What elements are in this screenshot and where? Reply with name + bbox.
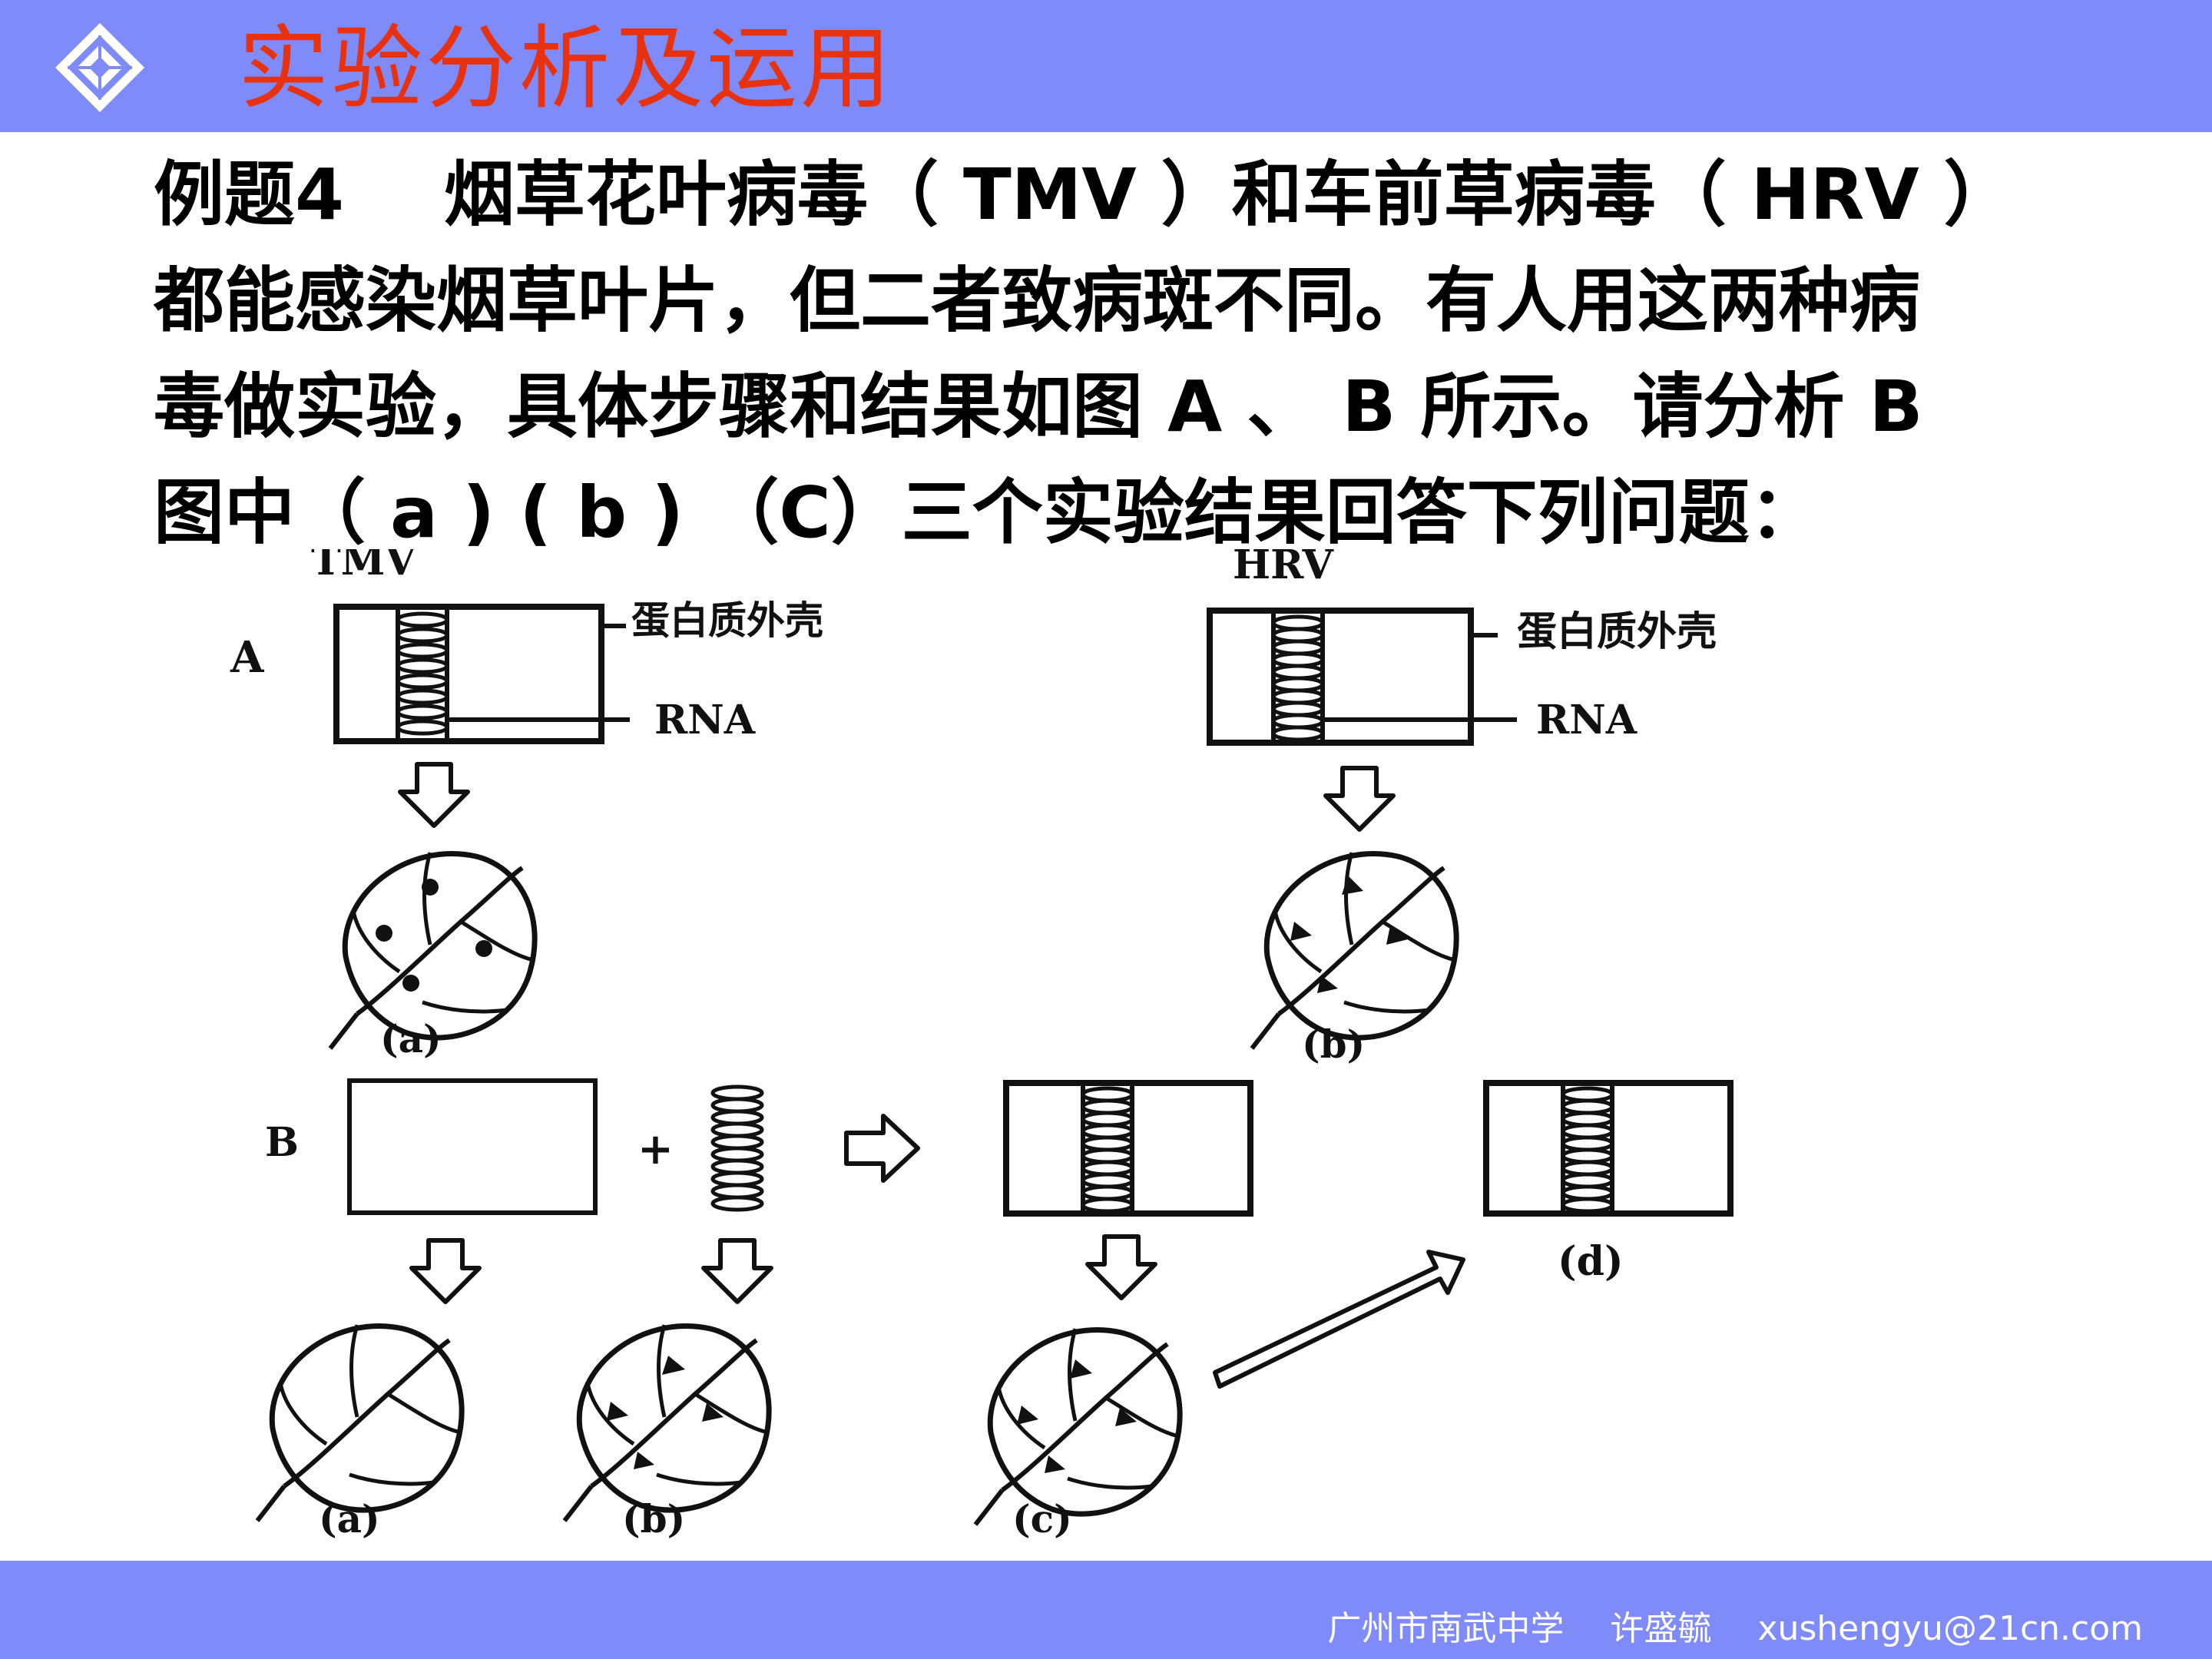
tmv-label: TMV	[311, 549, 417, 584]
arrow-right-icon	[844, 1114, 920, 1183]
arrow-down-icon	[1326, 768, 1393, 830]
footer-bar: 广州市南武中学 许盛毓 xushengyu@21cn.com	[0, 1561, 2212, 1659]
slide-title: 实验分析及运用	[238, 15, 895, 121]
arrow-diagonal-icon	[1213, 1250, 1465, 1389]
hrv-rna-label: RNA	[1536, 697, 1637, 743]
arrow-down-icon	[400, 764, 468, 826]
tmv-protein-label: 蛋白质外壳	[631, 598, 823, 643]
leaf-icon-b-top	[1252, 853, 1456, 1048]
hrv-label: HRV	[1233, 549, 1334, 588]
leaf-icon-a-bottom	[257, 1325, 462, 1521]
arrow-down-icon	[412, 1240, 479, 1302]
question-line-3: 毒做实验，具体步骤和结果如图 A 、 B 所示。请分析 B	[154, 366, 1923, 448]
footer-info: 广州市南武中学 许盛毓 xushengyu@21cn.com	[1327, 1601, 2143, 1650]
reconstituted-rna-coil	[1081, 1083, 1134, 1214]
leaf-icon-b-bottom	[565, 1325, 769, 1521]
footer-email: xushengyu@21cn.com	[1757, 1609, 2143, 1648]
arrow-down-icon	[1088, 1237, 1155, 1298]
hrv-protein-label: 蛋白质外壳	[1517, 608, 1717, 655]
question-line-2: 都能感染烟草叶片，但二者致病斑不同。有人用这两种病	[154, 260, 1921, 342]
experiment-figure: TMV A 蛋白质外壳 RNA (a) HRV	[177, 549, 2043, 1548]
leaf-icon-c-bottom	[975, 1329, 1180, 1525]
label-b-bottom: (b)	[622, 1496, 685, 1541]
question-line-4: 图中（ a ) ( b ) （C）三个实验结果回答下列问题：	[154, 472, 1820, 554]
tmv-rna-label: RNA	[654, 697, 756, 743]
row-b-label: B	[265, 1119, 299, 1166]
header-bar: 实验分析及运用	[0, 0, 2212, 132]
experiment-diagram: TMV A 蛋白质外壳 RNA (a) HRV	[230, 549, 1734, 1541]
label-a-top: (a)	[380, 1016, 442, 1061]
question-label: 例题4	[154, 154, 345, 236]
hrv-virus-capsid	[1207, 608, 1474, 746]
empty-protein-capsid	[347, 1078, 598, 1215]
footer-school: 广州市南武中学	[1327, 1609, 1565, 1648]
footer-author: 许盛毓	[1610, 1609, 1712, 1648]
row-a-label: A	[230, 632, 265, 683]
diamond-logo-icon	[55, 23, 144, 112]
label-b-top: (b)	[1302, 1022, 1365, 1067]
label-d: (d)	[1558, 1238, 1624, 1285]
label-a-bottom: (a)	[319, 1496, 380, 1541]
progeny-rna-coil	[1561, 1083, 1614, 1214]
free-rna-coil	[713, 1087, 762, 1210]
label-c: (c)	[1012, 1496, 1072, 1541]
plus-sign: +	[637, 1124, 674, 1174]
leaf-icon-a-top	[330, 853, 535, 1048]
arrow-down-icon	[704, 1240, 771, 1302]
